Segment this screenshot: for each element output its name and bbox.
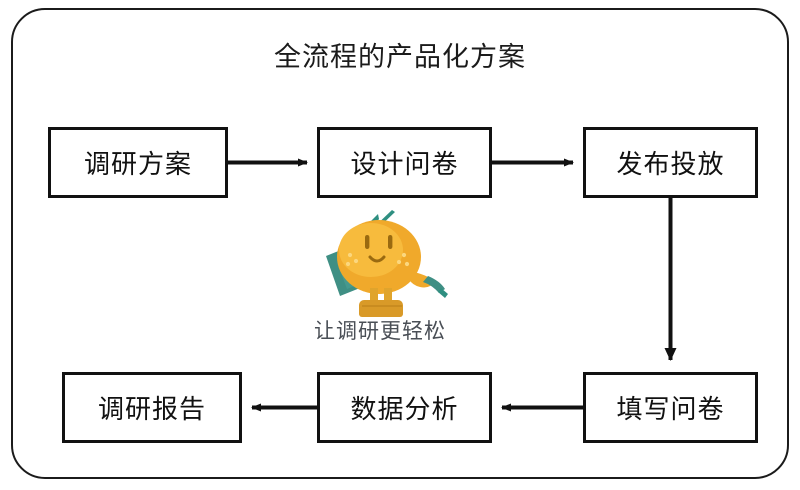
freckles-icon	[345, 252, 410, 267]
arm-with-pen-icon	[409, 272, 448, 298]
orange-mascot-icon	[326, 210, 448, 317]
flow-node-survey-report[interactable]: 调研报告	[62, 372, 242, 443]
brand-mascot-block: 让调研更轻松	[290, 210, 470, 355]
flow-node-data-analysis[interactable]: 数据分析	[317, 372, 492, 443]
boots-icon	[359, 288, 403, 317]
flow-node-fill-questionnaire[interactable]: 填写问卷	[583, 372, 758, 443]
brand-tagline: 让调研更轻松	[314, 320, 446, 343]
mascot-body-highlight	[339, 223, 403, 277]
flow-node-design-questionnaire[interactable]: 设计问卷	[317, 127, 492, 198]
face-icon	[365, 235, 393, 263]
page-title: 全流程的产品化方案	[274, 42, 526, 72]
flow-node-survey-plan[interactable]: 调研方案	[48, 127, 228, 198]
flow-node-publish-distribute[interactable]: 发布投放	[583, 127, 758, 198]
